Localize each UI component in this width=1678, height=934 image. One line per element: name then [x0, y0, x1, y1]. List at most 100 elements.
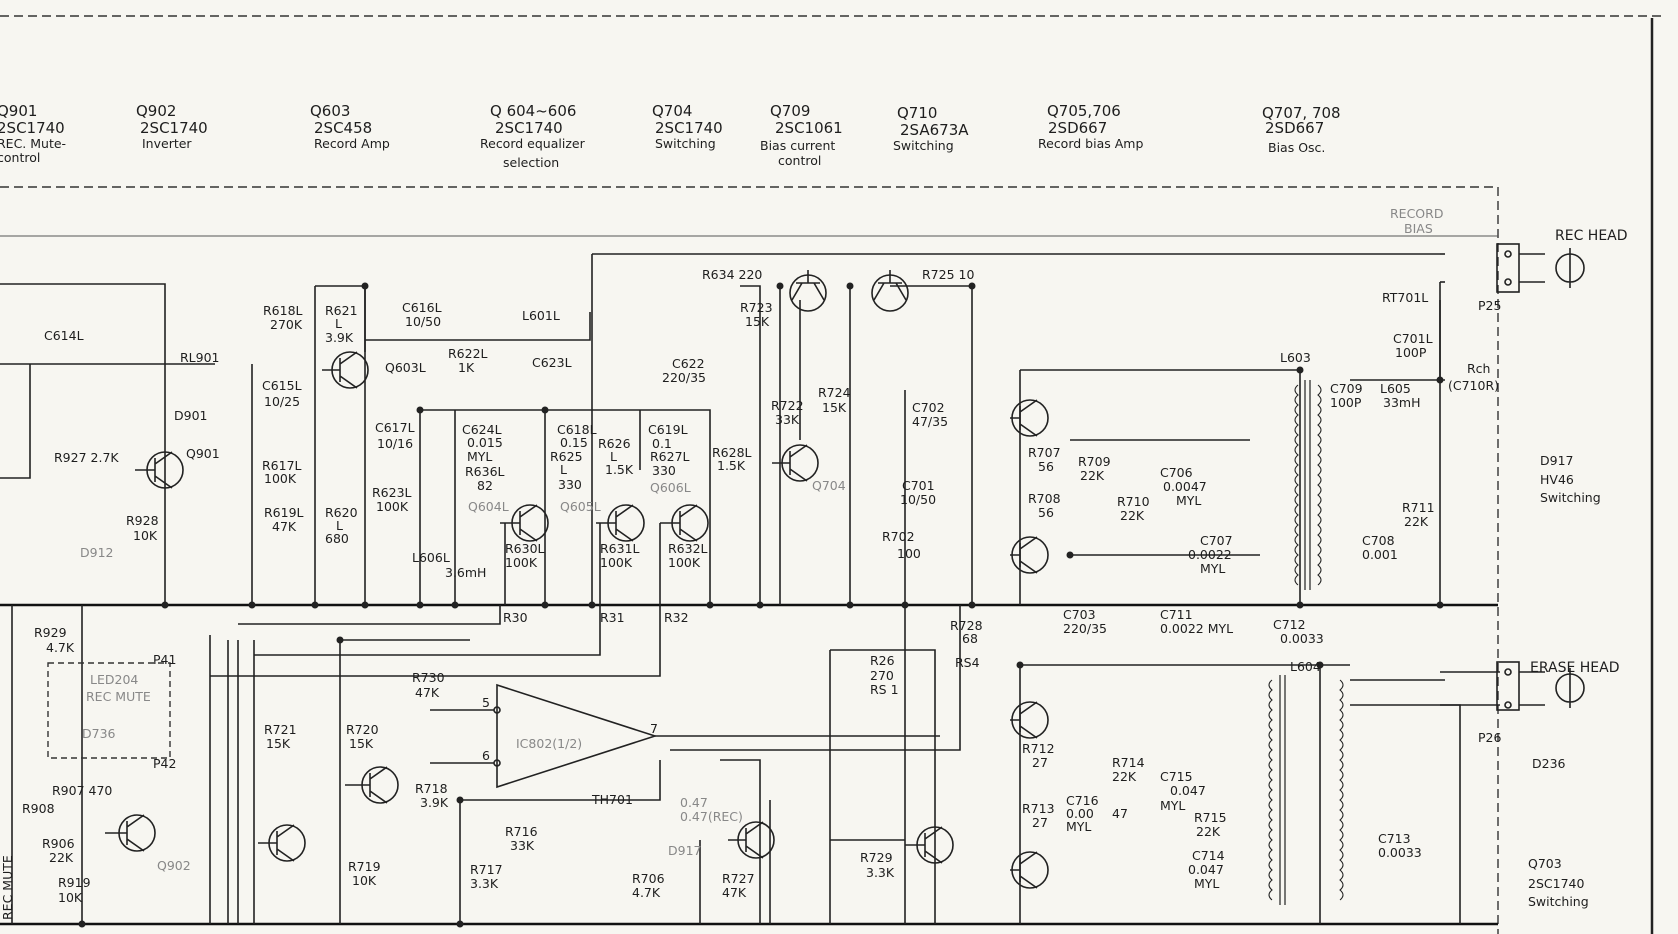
svg-text:MYL: MYL	[1200, 561, 1225, 576]
svg-text:4.7K: 4.7K	[632, 885, 661, 900]
svg-text:Q606L: Q606L	[650, 480, 691, 495]
header-q707-708: Q707, 708 2SD667 Bias Osc.	[1262, 104, 1341, 155]
svg-text:Q605L: Q605L	[560, 499, 601, 514]
svg-text:R628L: R628L	[712, 445, 752, 460]
record-bias-label-2: BIAS	[1404, 221, 1433, 236]
svg-text:REC. Mute-: REC. Mute-	[0, 136, 66, 151]
header-q710: Q710 2SA673A Switching	[893, 104, 969, 153]
rec-mute-led-label: REC MUTE	[86, 689, 151, 704]
svg-text:0.00: 0.00	[1066, 806, 1094, 821]
svg-text:C707: C707	[1200, 533, 1233, 548]
svg-text:0.15: 0.15	[560, 435, 588, 450]
svg-text:22K: 22K	[1080, 468, 1105, 483]
svg-text:Q704: Q704	[652, 102, 692, 120]
svg-text:68: 68	[962, 631, 978, 646]
svg-text:L: L	[560, 462, 567, 477]
svg-text:22K: 22K	[1120, 508, 1145, 523]
svg-text:C706: C706	[1160, 465, 1193, 480]
svg-text:RT701L: RT701L	[1382, 290, 1428, 305]
svg-text:100K: 100K	[376, 499, 409, 514]
header-q604-606: Q 604~606 2SC1740 Record equalizer selec…	[480, 102, 586, 170]
svg-text:C703: C703	[1063, 607, 1096, 622]
svg-text:10K: 10K	[352, 873, 377, 888]
transistor-q708	[1010, 851, 1049, 889]
svg-text:C624L: C624L	[462, 422, 502, 437]
d917-note-part: HV46	[1540, 472, 1574, 487]
record-bias-label-1: RECORD	[1390, 206, 1443, 221]
svg-text:2SC458: 2SC458	[314, 119, 372, 137]
svg-text:R627L: R627L	[650, 449, 690, 464]
svg-text:Record Amp: Record Amp	[314, 136, 390, 151]
svg-text:R710: R710	[1117, 494, 1150, 509]
transistor-q604l	[500, 504, 549, 542]
svg-text:5: 5	[482, 695, 490, 710]
svg-text:R623L: R623L	[372, 485, 412, 500]
svg-text:0.1: 0.1	[652, 436, 672, 451]
q703-note-ref: Q703	[1528, 856, 1562, 871]
svg-text:2SC1740: 2SC1740	[140, 119, 208, 137]
svg-text:C708: C708	[1362, 533, 1395, 548]
svg-text:C619L: C619L	[648, 422, 688, 437]
svg-text:33mH: 33mH	[1383, 395, 1420, 410]
q703-note-part: 2SC1740	[1528, 876, 1584, 891]
svg-text:3.3K: 3.3K	[866, 865, 895, 880]
svg-text:82: 82	[477, 478, 493, 493]
transistor-q-lower-2	[345, 766, 399, 804]
svg-text:R621: R621	[325, 303, 358, 318]
svg-text:R929: R929	[34, 625, 67, 640]
svg-text:L: L	[335, 316, 342, 331]
svg-text:15K: 15K	[822, 400, 847, 415]
svg-text:R711: R711	[1402, 500, 1435, 515]
erase-head-symbol	[1496, 661, 1585, 711]
svg-text:L604: L604	[1290, 659, 1321, 674]
p42-label: P42	[153, 756, 176, 771]
svg-text:C701: C701	[902, 478, 935, 493]
svg-text:100P: 100P	[1330, 395, 1362, 410]
transistor-q605l	[596, 504, 645, 542]
svg-text:0.0022 MYL: 0.0022 MYL	[1160, 621, 1233, 636]
svg-text:R630L: R630L	[505, 541, 545, 556]
component-labels: C614L RL901 D901 Q901 R927 2.7K R928 10K…	[22, 267, 1499, 905]
svg-text:C615L: C615L	[262, 378, 302, 393]
svg-text:27: 27	[1032, 815, 1048, 830]
svg-text:R729: R729	[860, 850, 893, 865]
d917-note-desc: Switching	[1540, 490, 1601, 505]
svg-text:C713: C713	[1378, 831, 1411, 846]
svg-text:R713: R713	[1022, 801, 1055, 816]
svg-text:R617L: R617L	[262, 458, 302, 473]
transistor-q603l	[322, 351, 369, 389]
svg-text:10K: 10K	[133, 528, 158, 543]
svg-text:R619L: R619L	[264, 505, 304, 520]
svg-text:R907 470: R907 470	[52, 783, 112, 798]
svg-text:R634 220: R634 220	[702, 267, 762, 282]
svg-text:15K: 15K	[349, 736, 374, 751]
svg-text:R702: R702	[882, 529, 915, 544]
svg-text:L606L: L606L	[412, 550, 450, 565]
svg-text:C714: C714	[1192, 848, 1225, 863]
svg-text:Q603: Q603	[310, 102, 350, 120]
svg-text:2SC1740: 2SC1740	[0, 119, 65, 137]
svg-text:MYL: MYL	[1160, 798, 1185, 813]
svg-text:R716: R716	[505, 824, 538, 839]
svg-text:R725 10: R725 10	[922, 267, 974, 282]
led-box-outline	[47, 662, 171, 759]
svg-text:15K: 15K	[266, 736, 291, 751]
svg-text:Q707, 708: Q707, 708	[1262, 104, 1341, 122]
rec-head-symbol	[1496, 243, 1585, 293]
svg-text:C712: C712	[1273, 617, 1306, 632]
svg-text:R719: R719	[348, 859, 381, 874]
svg-text:C715: C715	[1160, 769, 1193, 784]
svg-text:270: 270	[870, 668, 894, 683]
svg-text:control: control	[778, 153, 821, 168]
bus-r32: R32	[664, 610, 689, 625]
svg-text:C702: C702	[912, 400, 945, 415]
svg-text:0.047: 0.047	[1188, 862, 1224, 877]
svg-text:Bias current: Bias current	[760, 138, 835, 153]
svg-text:Bias Osc.: Bias Osc.	[1268, 140, 1325, 155]
rec-head-label: REC HEAD	[1555, 228, 1628, 244]
header-q704: Q704 2SC1740 Switching	[652, 102, 723, 151]
svg-text:R26: R26	[870, 653, 895, 668]
svg-text:R721: R721	[264, 722, 297, 737]
